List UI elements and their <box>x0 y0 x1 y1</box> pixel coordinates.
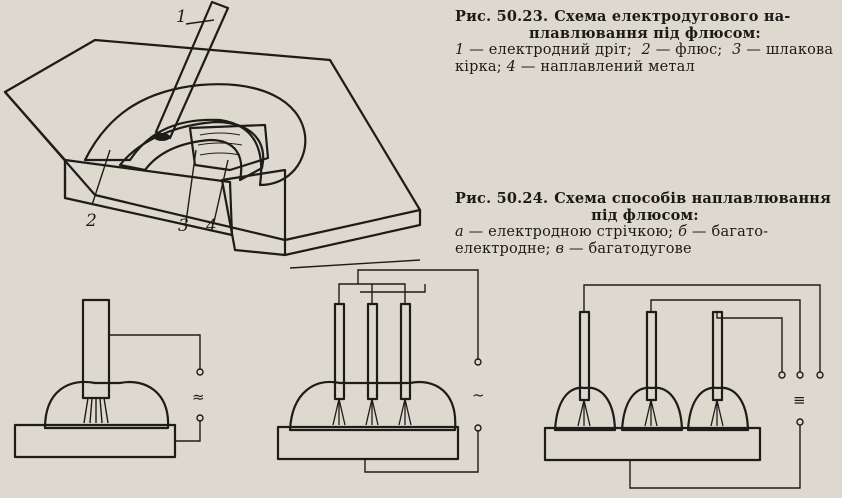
figure-50-24-title-line2: під флюсом: <box>591 207 699 224</box>
legend-item-a: а — електродною стрічкою; <box>455 224 673 240</box>
ac-source-a: ≈ <box>192 388 205 406</box>
figure-50-24-legend: а — електродною стрічкою; б — багато-еле… <box>455 224 835 258</box>
wire-v-3 <box>716 312 783 372</box>
base-plate-a <box>13 423 177 459</box>
callout-2: 2 <box>85 211 97 231</box>
arcs-b <box>332 398 412 426</box>
flux-heap-v-2 <box>620 386 684 432</box>
electrode-b-3 <box>399 302 412 401</box>
callout-4: 4 <box>205 216 217 236</box>
flux-heap-a <box>43 380 170 430</box>
flux-heap-v-1 <box>553 386 617 432</box>
legend-item-3: 3 — шлакова кірка; <box>455 42 833 75</box>
electrode-wire <box>154 0 230 140</box>
legend-item-4-number: 4 <box>506 59 517 75</box>
terminal-v-3 <box>816 371 824 379</box>
terminal-v-4 <box>796 418 804 426</box>
figure-50-24-label: Рис. 50.24. <box>455 190 549 207</box>
terminal-v-1 <box>778 371 786 379</box>
flux-bed <box>83 83 307 187</box>
legend-item-2-text: — флюс; <box>650 42 723 58</box>
figure-50-24-title: Рис. 50.24.Схема способів наплавлювання … <box>455 190 835 224</box>
wire-v-return <box>629 425 801 489</box>
legend-item-v-letter: в <box>555 241 565 257</box>
figure-50-24-title-line1: Схема способів наплавлювання <box>554 190 832 207</box>
legend-item-b: б — багато-електродне; <box>455 224 768 257</box>
wire-b-return <box>364 430 479 473</box>
plate-right-edge <box>283 208 422 257</box>
callout-4-leader <box>213 159 229 223</box>
figure-50-24-v-drawing: ≡ <box>543 284 824 489</box>
base-plate-v <box>543 426 762 462</box>
legend-item-a-text: — електродною стрічкою; <box>463 224 674 240</box>
terminal-v-2 <box>796 371 804 379</box>
terminal-a-1 <box>196 368 204 376</box>
plate-left-edge <box>3 90 67 200</box>
terminal-b-1 <box>474 358 482 366</box>
deposited-metal-texture <box>197 132 243 156</box>
flux-heap-v-3 <box>686 386 750 432</box>
ac-source-b: ~ <box>472 386 485 404</box>
slag-crust <box>188 123 270 172</box>
figure-50-24-a-drawing: ≈ <box>13 298 205 459</box>
legend-item-1: 1 — електродний дріт; <box>455 42 632 58</box>
figure-50-23-drawing: 1 2 3 4 <box>3 0 422 269</box>
three-phase-source-v: ≡ <box>793 391 806 409</box>
electrode-b-1 <box>333 302 346 401</box>
figure-50-23-title: Рис. 50.23. Схема електродугового на- пла… <box>455 8 835 42</box>
legend-item-v-text: — багатодугове <box>564 241 692 257</box>
figure-50-23-label: Рис. 50.23. <box>455 8 549 25</box>
legend-item-3-number: 3 <box>732 42 742 58</box>
wire-v-2 <box>650 299 801 372</box>
plate-base-line <box>289 259 421 269</box>
legend-item-1-number: 1 <box>455 42 465 58</box>
legend-item-b-letter: б <box>678 224 688 240</box>
figure-50-23-title-line1: Схема електродугового на- <box>554 8 791 25</box>
arcs-a <box>83 397 109 424</box>
figure-50-23-legend: 1 — електродний дріт; 2 — флюс; 3 — шлак… <box>455 42 835 76</box>
terminal-b-2 <box>474 424 482 432</box>
legend-item-4-text: — наплавлений метал <box>516 59 695 75</box>
electrode-tip <box>154 133 170 141</box>
arcs-v <box>577 399 724 427</box>
legend-item-v: в — багатодугове <box>556 241 692 257</box>
legend-item-4: 4 — наплавлений метал <box>507 59 695 75</box>
electrode-b-2 <box>366 302 379 401</box>
deposited-metal <box>118 120 265 182</box>
legend-item-a-letter: а <box>455 224 464 240</box>
wire-a-return <box>175 420 201 442</box>
wire-b-loop <box>360 284 426 293</box>
callout-1-leader <box>185 19 215 25</box>
callout-3-leader <box>185 149 197 223</box>
callout-2-leader <box>91 149 111 206</box>
legend-item-2: 2 — флюс; <box>642 42 723 58</box>
terminal-a-2 <box>196 414 204 422</box>
base-plate-b <box>276 425 460 461</box>
legend-item-3-text: — шлакова кірка; <box>455 42 834 75</box>
callout-1: 1 <box>176 7 187 27</box>
legend-item-1-text: — електродний дріт; <box>464 42 632 58</box>
legend-item-b-text: — багато-електродне; <box>455 224 769 257</box>
figure-50-23-caption: Рис. 50.23. Схема електродугового на- пла… <box>455 8 835 76</box>
wire-v-1 <box>583 284 821 372</box>
figure-50-24-b-drawing: ~ <box>276 269 485 473</box>
figure-50-23-title-line2: плавлювання під флюсом: <box>529 25 761 42</box>
callout-3: 3 <box>178 216 189 236</box>
wire-b <box>357 269 479 360</box>
wire-a <box>109 334 201 370</box>
figure-50-24-caption: Рис. 50.24.Схема способів наплавлювання … <box>455 190 835 258</box>
legend-item-2-number: 2 <box>641 42 651 58</box>
